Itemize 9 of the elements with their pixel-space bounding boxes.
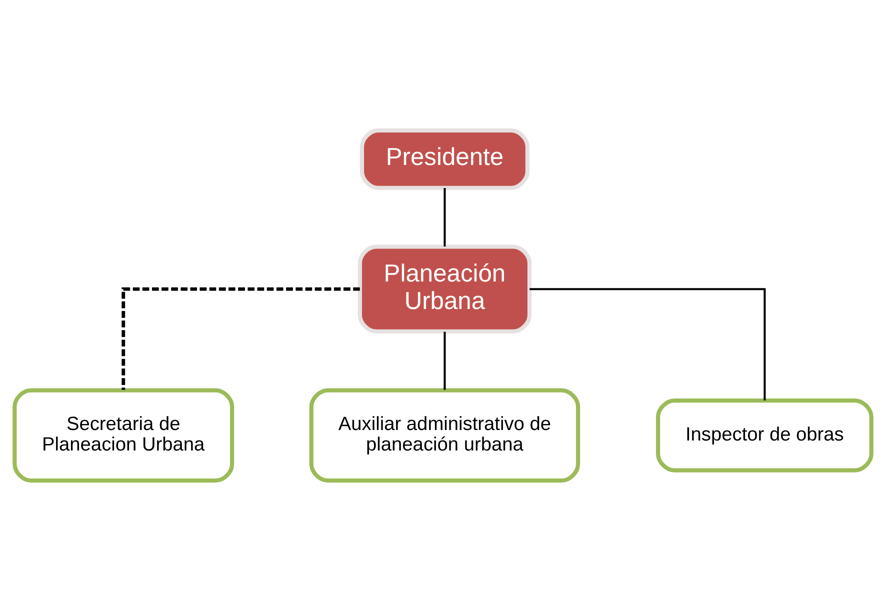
connector: [530, 288, 766, 400]
connector: [444, 331, 446, 390]
node-box: Inspector de obras: [656, 398, 874, 472]
connector: [444, 188, 446, 246]
node-box: Auxiliar administrativo de planeación urbana: [309, 388, 580, 482]
node-box: Planeación Urbana: [358, 244, 532, 334]
connector: [122, 286, 360, 390]
node-box: Presidente: [360, 128, 530, 190]
node-box: Secretaria de Planeacion Urbana: [12, 388, 234, 482]
